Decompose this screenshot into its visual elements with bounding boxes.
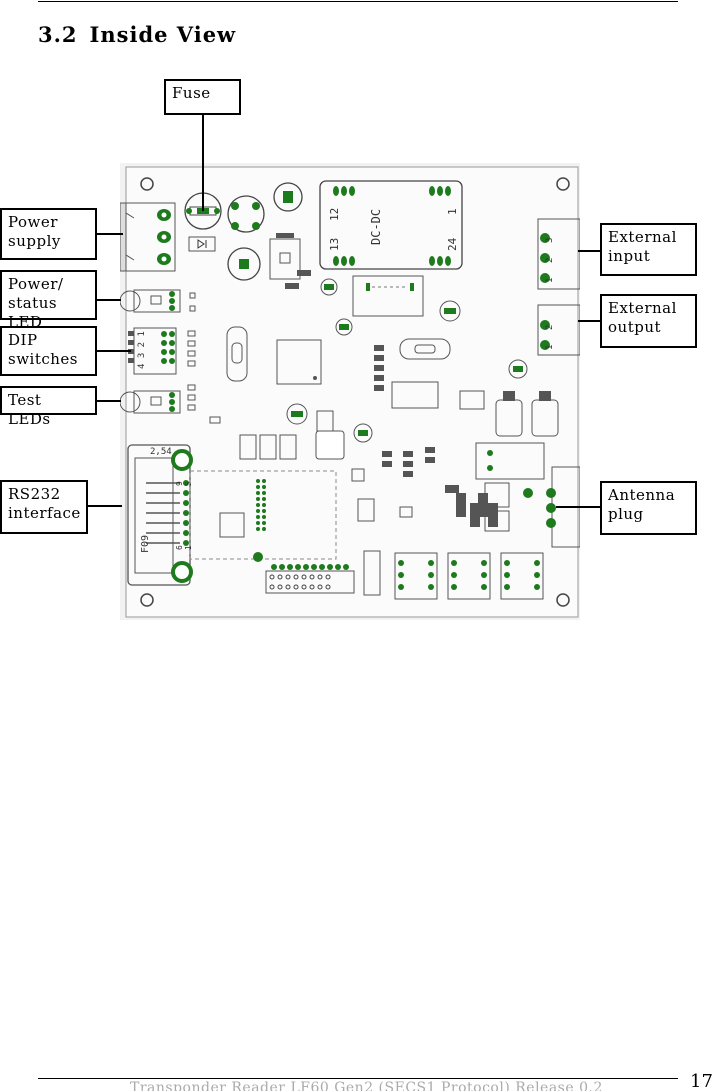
leader-fuse xyxy=(202,115,204,211)
footer-text: Transponder Reader LF60 Gen2 (SECS1 Prot… xyxy=(130,1080,603,1091)
svg-text:1: 1 xyxy=(545,278,555,283)
test-led xyxy=(120,390,181,414)
pcb-diagram: DC-DC 12 1 13 24 4 3 2 1 xyxy=(120,163,580,620)
regulator xyxy=(269,238,301,280)
capacitor xyxy=(227,247,261,281)
leader-power-supply xyxy=(97,233,123,235)
leader-antenna-plug xyxy=(556,506,600,508)
svg-text:3: 3 xyxy=(545,238,555,243)
svg-text:24: 24 xyxy=(446,237,459,251)
leader-external-input xyxy=(578,250,600,252)
svg-text:F09: F09 xyxy=(140,535,151,553)
section-heading: 3.2 Inside View xyxy=(38,22,236,47)
svg-text:1: 1 xyxy=(184,545,193,550)
page-number: 17 xyxy=(690,1071,713,1092)
footer-rule xyxy=(38,1078,678,1079)
callout-antenna-plug-line1: Antenna xyxy=(608,486,676,504)
svg-text:2: 2 xyxy=(545,258,555,263)
callout-rs232-interface-line1: RS232 xyxy=(8,485,61,503)
callout-fuse-text: Fuse xyxy=(172,84,211,102)
header-rule xyxy=(38,1,678,2)
callout-power-status-led-line1: Power/ xyxy=(8,275,64,293)
callout-antenna-plug-line2: plug xyxy=(608,505,644,523)
callout-power-supply-line1: Power xyxy=(8,213,58,231)
microcontroller xyxy=(276,339,322,385)
external-output-terminal: 2 1 xyxy=(537,304,580,356)
callout-dip-switches-line2: switches xyxy=(8,350,78,368)
callout-rs232-interface-line2: interface xyxy=(8,504,81,522)
callout-external-input: External input xyxy=(600,223,697,276)
callout-dip-switches-line1: DIP xyxy=(8,331,38,349)
antenna-connector xyxy=(475,442,580,548)
section-number: 3.2 xyxy=(38,22,78,47)
leader-power-status-led xyxy=(97,299,121,301)
pin-header xyxy=(265,564,355,594)
voltage-regulator xyxy=(315,430,345,460)
dcdc-label: DC-DC xyxy=(369,209,383,245)
mounting-hole xyxy=(140,177,154,191)
capacitor xyxy=(227,195,265,233)
leader-external-output xyxy=(578,320,600,322)
power-led xyxy=(120,289,181,313)
transformer xyxy=(500,552,544,600)
callout-test-leds-text: Test LEDs xyxy=(8,391,51,428)
svg-text:1: 1 xyxy=(446,208,459,215)
svg-text:13: 13 xyxy=(328,238,341,251)
ic-chip xyxy=(391,381,439,409)
callout-external-output: External output xyxy=(600,294,697,348)
transformer xyxy=(394,552,438,600)
callout-power-supply: Power supply xyxy=(0,208,97,260)
capacitor xyxy=(273,182,303,212)
callout-rs232-interface: RS232 interface xyxy=(0,480,88,534)
power-terminal xyxy=(120,202,176,272)
leader-rs232-interface xyxy=(88,505,122,507)
callout-external-output-line1: External xyxy=(608,299,677,317)
mounting-hole xyxy=(140,593,154,607)
svg-text:2,54: 2,54 xyxy=(150,447,172,457)
mounting-hole xyxy=(556,177,570,191)
external-input-terminal: 3 2 1 xyxy=(537,218,580,290)
section-title: Inside View xyxy=(89,22,237,47)
rs232-driver-ic xyxy=(219,512,245,538)
svg-text:5: 5 xyxy=(184,481,193,486)
svg-text:12: 12 xyxy=(328,208,341,221)
dip-switch-block: 4 3 2 1 xyxy=(128,327,177,375)
leader-dip-switches xyxy=(97,350,131,352)
callout-fuse: Fuse xyxy=(164,79,241,115)
crystal xyxy=(226,326,248,382)
svg-text:6: 6 xyxy=(175,545,184,550)
mounting-hole xyxy=(556,593,570,607)
quartz xyxy=(399,338,451,360)
svg-text:9: 9 xyxy=(175,481,184,486)
callout-external-input-line2: input xyxy=(608,247,651,265)
callout-dip-switches: DIP switches xyxy=(0,326,97,376)
rs232-connector: 2,54 F09 9 5 6 1 xyxy=(127,444,193,586)
callout-power-status-led: Power/ status LED xyxy=(0,270,97,331)
fuse-component xyxy=(184,192,222,252)
svg-text:2: 2 xyxy=(545,325,555,330)
svg-text:1: 1 xyxy=(545,345,555,350)
callout-external-input-line1: External xyxy=(608,228,677,246)
callout-antenna-plug: Antenna plug xyxy=(600,481,697,535)
callout-power-supply-line2: supply xyxy=(8,232,61,250)
svg-text:4 3 2 1: 4 3 2 1 xyxy=(137,331,147,369)
leader-test-leds xyxy=(97,400,121,402)
dcdc-module: DC-DC 12 1 13 24 xyxy=(319,180,463,270)
relay xyxy=(352,275,424,317)
callout-test-leds: Test LEDs xyxy=(0,386,97,428)
transformer xyxy=(447,552,491,600)
callout-external-output-line2: output xyxy=(608,318,662,336)
